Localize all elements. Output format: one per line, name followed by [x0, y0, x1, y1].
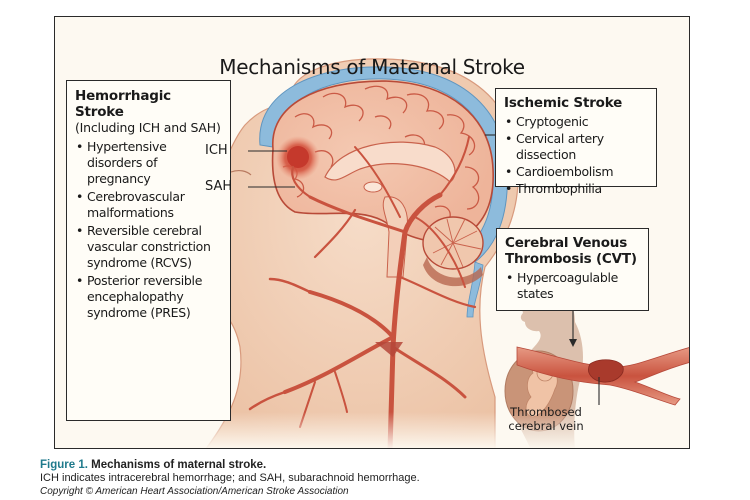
thrombosed-vein-label: Thrombosed cerebral vein — [491, 405, 601, 433]
vein-label-line2: cerebral vein — [508, 419, 584, 433]
brain-head-illustration — [55, 58, 689, 448]
cvt-list: Hypercoagulable states — [505, 270, 640, 302]
cvt-heading-line1: Cerebral Venous — [505, 235, 628, 251]
list-item: Cryptogenic — [504, 114, 648, 130]
copyright-notice: Copyright © American Heart Association/A… — [40, 486, 349, 497]
cvt-heading-line2: Thrombosis (CVT) — [505, 251, 637, 267]
figure-number: Figure 1. — [40, 459, 88, 471]
ischemic-heading: Ischemic Stroke — [504, 95, 623, 111]
sah-label: SAH — [205, 179, 233, 194]
figure-title: Mechanisms of Maternal Stroke — [219, 55, 525, 79]
ich-label: ICH — [205, 143, 228, 158]
hemorrhagic-list: Hypertensive disorders of pregnancy Cere… — [75, 139, 222, 321]
list-item: Hypertensive disorders of pregnancy — [75, 139, 222, 187]
list-item: Hypercoagulable states — [505, 270, 640, 302]
hemorrhagic-subheading: (Including ICH and SAH) — [75, 120, 221, 135]
list-item: Thrombophilia — [504, 181, 648, 197]
caption-title: Figure 1. Mechanisms of maternal stroke. — [40, 458, 420, 472]
cvt-box: Cerebral Venous Thrombosis (CVT) Hyperco… — [496, 228, 649, 311]
hemorrhagic-heading: Hemorrhagic Stroke — [75, 88, 171, 120]
figure-caption: Figure 1. Mechanisms of maternal stroke.… — [40, 458, 420, 498]
ischemic-stroke-box: Ischemic Stroke Cryptogenic Cervical art… — [495, 88, 657, 197]
list-item: Cervical artery dissection — [504, 131, 648, 163]
list-item: Posterior reversible encephalopathy synd… — [75, 273, 222, 321]
caption-description: ICH indicates intracerebral hemorrhage; … — [40, 472, 420, 484]
figure-frame: Mechanisms of Maternal Stroke Hemorrhagi… — [54, 16, 690, 449]
figure-caption-title: Mechanisms of maternal stroke. — [91, 459, 267, 471]
list-item: Cardioembolism — [504, 164, 648, 180]
hemorrhagic-stroke-box: Hemorrhagic Stroke (Including ICH and SA… — [66, 80, 231, 421]
list-item: Reversible cerebral vascular constrictio… — [75, 223, 222, 271]
list-item: Cerebrovascular malformations — [75, 189, 222, 221]
ischemic-list: Cryptogenic Cervical artery dissection C… — [504, 114, 648, 197]
vein-label-line1: Thrombosed — [510, 405, 582, 419]
